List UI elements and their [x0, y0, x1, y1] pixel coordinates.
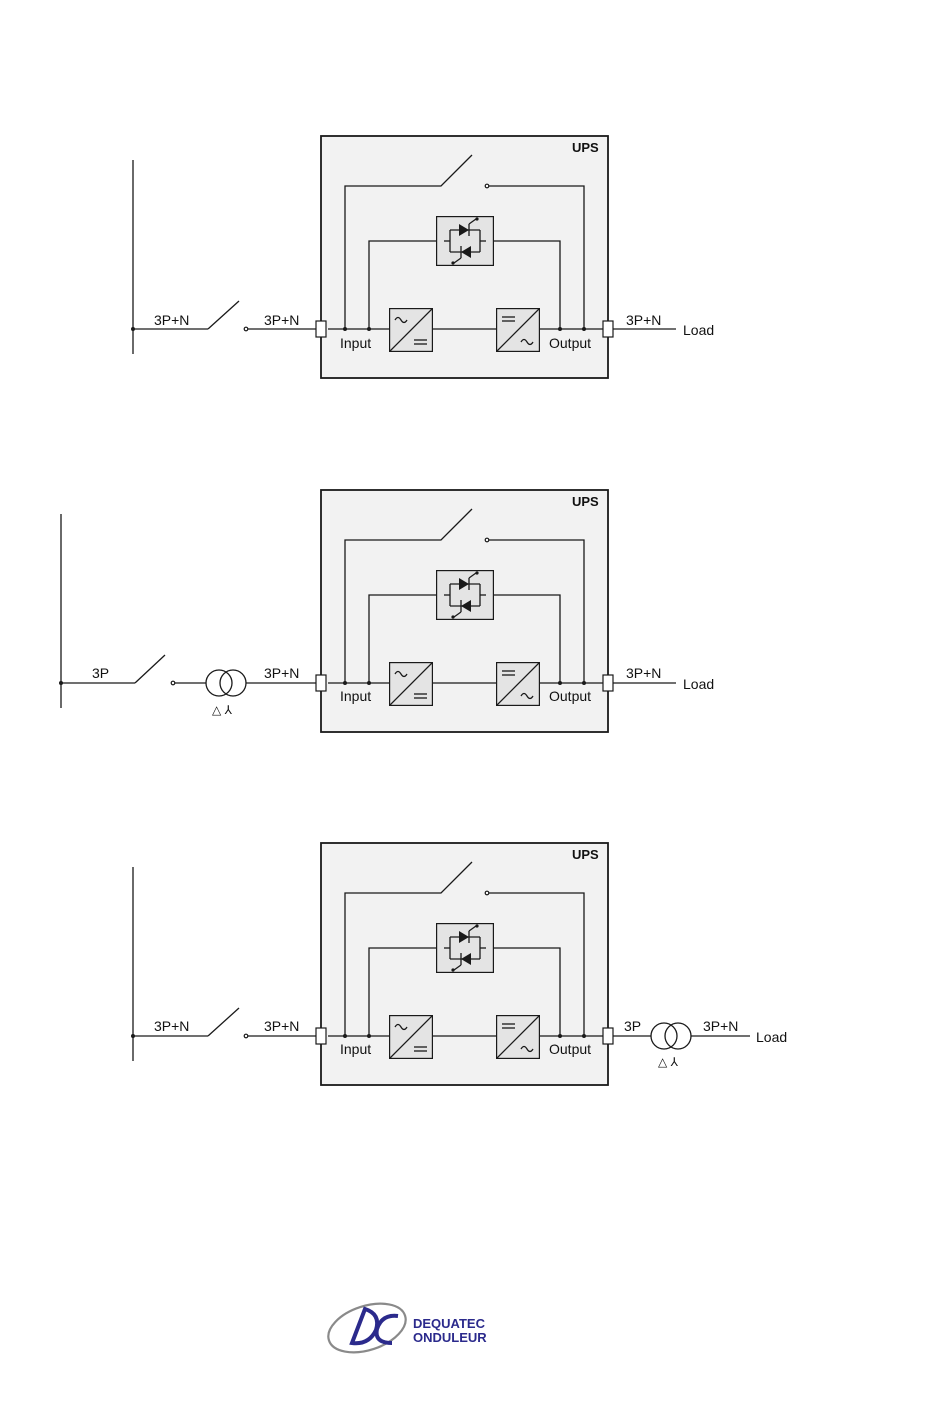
output-line-label: 3P	[624, 1018, 641, 1034]
node-dot	[343, 681, 347, 685]
static-switch-icon	[437, 571, 494, 620]
inverter-icon	[497, 309, 540, 352]
output-terminal	[603, 1028, 613, 1044]
supply-label: 3P	[92, 665, 109, 681]
static-switch-icon	[437, 924, 494, 973]
supply-breaker	[208, 1008, 239, 1036]
after-transformer-label: 3P+N	[703, 1018, 738, 1034]
diagram-1: 3P+N 3P+N UPS Input Output 3P+N Load	[131, 136, 714, 378]
transformer-icon	[206, 670, 246, 696]
node-dot	[367, 327, 371, 331]
node-dot	[582, 1034, 586, 1038]
output-line-label: 3P+N	[626, 665, 661, 681]
supply-label: 3P+N	[154, 1018, 189, 1034]
rectifier-icon	[390, 1016, 433, 1059]
transformer-icon	[651, 1023, 691, 1049]
transformer-symbol: △ ⅄	[212, 703, 233, 717]
logo-line2: ONDULEUR	[413, 1330, 487, 1345]
input-label: Input	[340, 1041, 371, 1057]
logo-d-mark	[352, 1309, 377, 1343]
ups-title: UPS	[572, 494, 599, 509]
node-dot	[367, 681, 371, 685]
supply-label: 3P+N	[154, 312, 189, 328]
output-label: Output	[549, 1041, 591, 1057]
bypass-contact	[485, 891, 489, 895]
load-label: Load	[683, 676, 714, 692]
bypass-contact	[485, 184, 489, 188]
node-dot	[558, 327, 562, 331]
input-label: Input	[340, 688, 371, 704]
company-logo: DEQUATEC ONDULEUR	[322, 1295, 487, 1362]
node-dot	[558, 681, 562, 685]
input-terminal	[316, 321, 326, 337]
breaker-contact	[244, 1034, 248, 1038]
logo-line1: DEQUATEC	[413, 1316, 486, 1331]
bypass-contact	[485, 538, 489, 542]
node-dot	[558, 1034, 562, 1038]
output-terminal	[603, 321, 613, 337]
transformer-symbol: △ ⅄	[658, 1055, 679, 1069]
load-label: Load	[683, 322, 714, 338]
node-dot	[582, 681, 586, 685]
input-line-label: 3P+N	[264, 665, 299, 681]
rectifier-icon	[390, 309, 433, 352]
output-label: Output	[549, 335, 591, 351]
breaker-contact	[244, 327, 248, 331]
load-label: Load	[756, 1029, 787, 1045]
input-terminal	[316, 675, 326, 691]
input-line-label: 3P+N	[264, 312, 299, 328]
ups-title: UPS	[572, 847, 599, 862]
inverter-icon	[497, 663, 540, 706]
diagram-2: △ ⅄ 3P 3P+N UPS Input Output 3P+N Load	[59, 490, 714, 732]
node-dot	[343, 1034, 347, 1038]
node-dot	[343, 327, 347, 331]
output-line-label: 3P+N	[626, 312, 661, 328]
node-dot	[367, 1034, 371, 1038]
input-line-label: 3P+N	[264, 1018, 299, 1034]
inverter-icon	[497, 1016, 540, 1059]
supply-breaker	[135, 655, 165, 683]
static-switch-icon	[437, 217, 494, 266]
output-label: Output	[549, 688, 591, 704]
diagram-3: 3P+N 3P+N UPS Input Output 3P △ ⅄ 3P+N	[131, 843, 787, 1085]
output-terminal	[603, 675, 613, 691]
supply-breaker	[208, 301, 239, 329]
logo-swoosh	[322, 1295, 412, 1362]
breaker-contact	[171, 681, 175, 685]
rectifier-icon	[390, 663, 433, 706]
input-label: Input	[340, 335, 371, 351]
node-dot	[582, 327, 586, 331]
ups-title: UPS	[572, 140, 599, 155]
input-terminal	[316, 1028, 326, 1044]
